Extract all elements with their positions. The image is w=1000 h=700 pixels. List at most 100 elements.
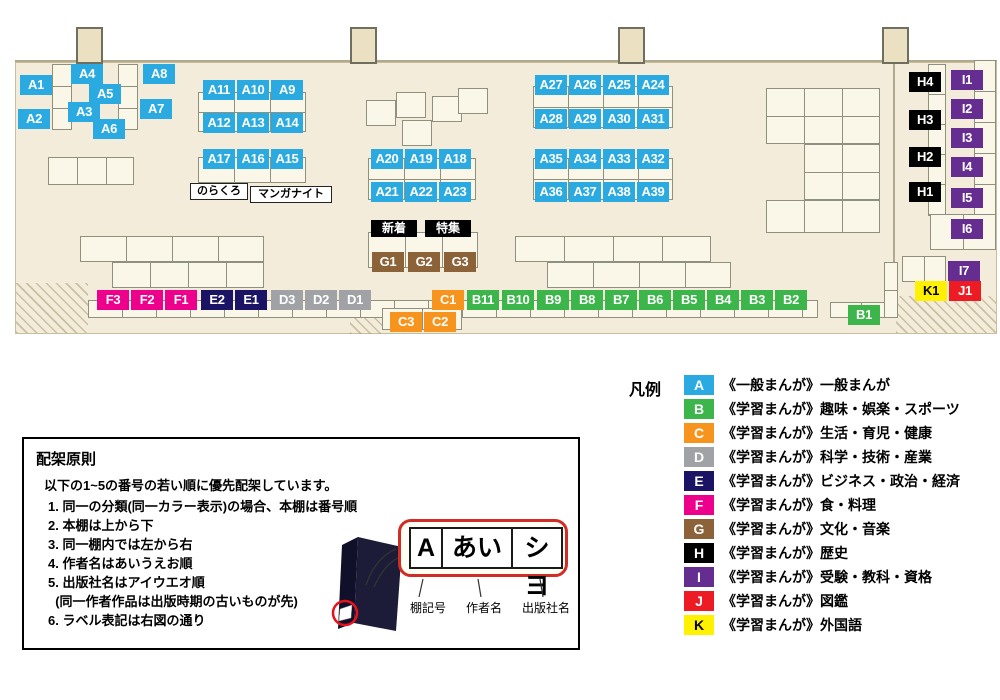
shelf-label-C1: C1 — [432, 290, 464, 310]
shelf-label-B7: B7 — [605, 290, 637, 310]
shelf-label-A9: A9 — [271, 80, 303, 100]
legend-key-D: D — [684, 447, 714, 467]
shelf-label-G3: G3 — [444, 252, 476, 272]
legend-key-C: C — [684, 423, 714, 443]
shelf-label-A17: A17 — [203, 149, 235, 169]
shelf-label-A5: A5 — [89, 84, 121, 104]
bookshelf — [884, 262, 898, 318]
legend-key-F: F — [684, 495, 714, 515]
bookshelf — [766, 88, 880, 144]
legend-label-E: 《学習まんが》ビジネス・政治・経済 — [722, 473, 960, 489]
principle-rule: 3. 同一棚内では左から右 — [48, 537, 193, 552]
shelf-label-A13: A13 — [237, 113, 269, 133]
shelf-label-A4: A4 — [71, 64, 103, 84]
shelf-label-D2: D2 — [305, 290, 337, 310]
shelf-label-A7: A7 — [140, 99, 172, 119]
legend-label-D: 《学習まんが》科学・技術・産業 — [722, 449, 932, 465]
bookshelf — [402, 120, 432, 146]
legend-key-B: B — [684, 399, 714, 419]
callout-curves-icon — [365, 548, 399, 588]
label-example-box: A あい シヨ — [398, 519, 568, 600]
legend-item-A: A《一般まんが》一般まんが — [684, 374, 890, 396]
pillar — [350, 27, 377, 64]
principles-title: 配架原則 — [36, 451, 97, 468]
principle-rule: (同一作者作品は出版時期の古いものが先) — [48, 594, 298, 609]
shelf-label-B3: B3 — [741, 290, 773, 310]
shelf-label-H3: H3 — [909, 110, 941, 130]
shelf-label-A34: A34 — [569, 149, 601, 169]
shelf-label-A27: A27 — [535, 75, 567, 95]
shelf-label-A26: A26 — [569, 75, 601, 95]
bookshelf — [547, 262, 731, 288]
shelf-label-B5: B5 — [673, 290, 705, 310]
legend-label-C: 《学習まんが》生活・育児・健康 — [722, 425, 932, 441]
legend-item-C: C 《学習まんが》生活・育児・健康 — [684, 422, 932, 444]
shelf-label-G1: G1 — [372, 252, 404, 272]
hatched-floor-area — [896, 296, 996, 333]
shelf-label-I7: I7 — [948, 261, 980, 281]
label-position-circle — [331, 599, 359, 627]
shelf-label-B10: B10 — [502, 290, 534, 310]
principle-rule: 5. 出版社名はアイウエオ順 — [48, 575, 205, 590]
book-illustration — [331, 537, 402, 631]
label-publisher-name: シヨ — [511, 527, 563, 600]
shelf-label-A24: A24 — [637, 75, 669, 95]
shelf-label-A25: A25 — [603, 75, 635, 95]
legend-key-I: I — [684, 567, 714, 587]
shelf-label-C2: C2 — [424, 312, 456, 332]
shelf-label-I2: I2 — [951, 99, 983, 119]
shelf-label-A36: A36 — [535, 182, 567, 202]
shelf-label-F3: F3 — [97, 290, 129, 310]
shelf-label-A29: A29 — [569, 109, 601, 129]
shelf-label-A1: A1 — [20, 75, 52, 95]
shelf-label-J1: J1 — [949, 281, 981, 301]
shelf-label-B6: B6 — [639, 290, 671, 310]
legend-key-K: K — [684, 615, 714, 635]
shelf-label-D1: D1 — [339, 290, 371, 310]
shelf-label-A39: A39 — [637, 182, 669, 202]
shelf-label-H4: H4 — [909, 72, 941, 92]
shelf-label-I4: I4 — [951, 157, 983, 177]
shelf-label-F1: F1 — [165, 290, 197, 310]
legend-label-J: 《学習まんが》図鑑 — [722, 593, 848, 609]
legend-key-G: G — [684, 519, 714, 539]
legend-item-B: B 《学習まんが》趣味・娯楽・スポーツ — [684, 398, 960, 420]
hatched-floor-area — [16, 283, 88, 333]
shelf-label-E2: E2 — [201, 290, 233, 310]
shelf-label-A20: A20 — [371, 149, 403, 169]
bookshelf — [766, 200, 880, 233]
shelf-name-tag: マンガナイト — [250, 186, 332, 203]
shelf-label-A10: A10 — [237, 80, 269, 100]
bookshelf — [515, 236, 711, 262]
bookshelf — [396, 92, 426, 118]
shelf-label-A14: A14 — [271, 113, 303, 133]
book-spine — [338, 537, 358, 629]
legend-item-F: F《学習まんが》食・料理 — [684, 494, 876, 516]
caption-publisher: 出版社名 — [522, 601, 571, 615]
bookshelf — [48, 157, 134, 185]
shelf-label-I3: I3 — [951, 128, 983, 148]
shelf-label-A6: A6 — [93, 119, 125, 139]
legend-key-A: A — [684, 375, 714, 395]
legend-item-J: J《学習まんが》図鑑 — [684, 590, 848, 612]
legend-item-I: I《学習まんが》受験・教科・資格 — [684, 566, 932, 588]
shelf-label-A28: A28 — [535, 109, 567, 129]
bookshelf — [432, 96, 462, 122]
shelf-label-I6: I6 — [951, 219, 983, 239]
bookshelf — [366, 100, 396, 126]
shelf-label-A21: A21 — [371, 182, 403, 202]
bookshelf — [80, 236, 264, 262]
label-author-name: あい — [441, 527, 513, 569]
legend-label-H: 《学習まんが》歴史 — [722, 545, 848, 561]
wall — [15, 60, 997, 62]
bookshelf — [112, 262, 264, 288]
bookshelf — [804, 144, 880, 200]
wall — [893, 62, 895, 305]
shelf-label-E1: E1 — [235, 290, 267, 310]
shelf-label-A31: A31 — [637, 109, 669, 129]
shelf-label-H2: H2 — [909, 147, 941, 167]
legend-label-B: 《学習まんが》趣味・娯楽・スポーツ — [722, 401, 960, 417]
principle-rule: 2. 本棚は上から下 — [48, 518, 154, 533]
bookshelf — [52, 64, 72, 130]
